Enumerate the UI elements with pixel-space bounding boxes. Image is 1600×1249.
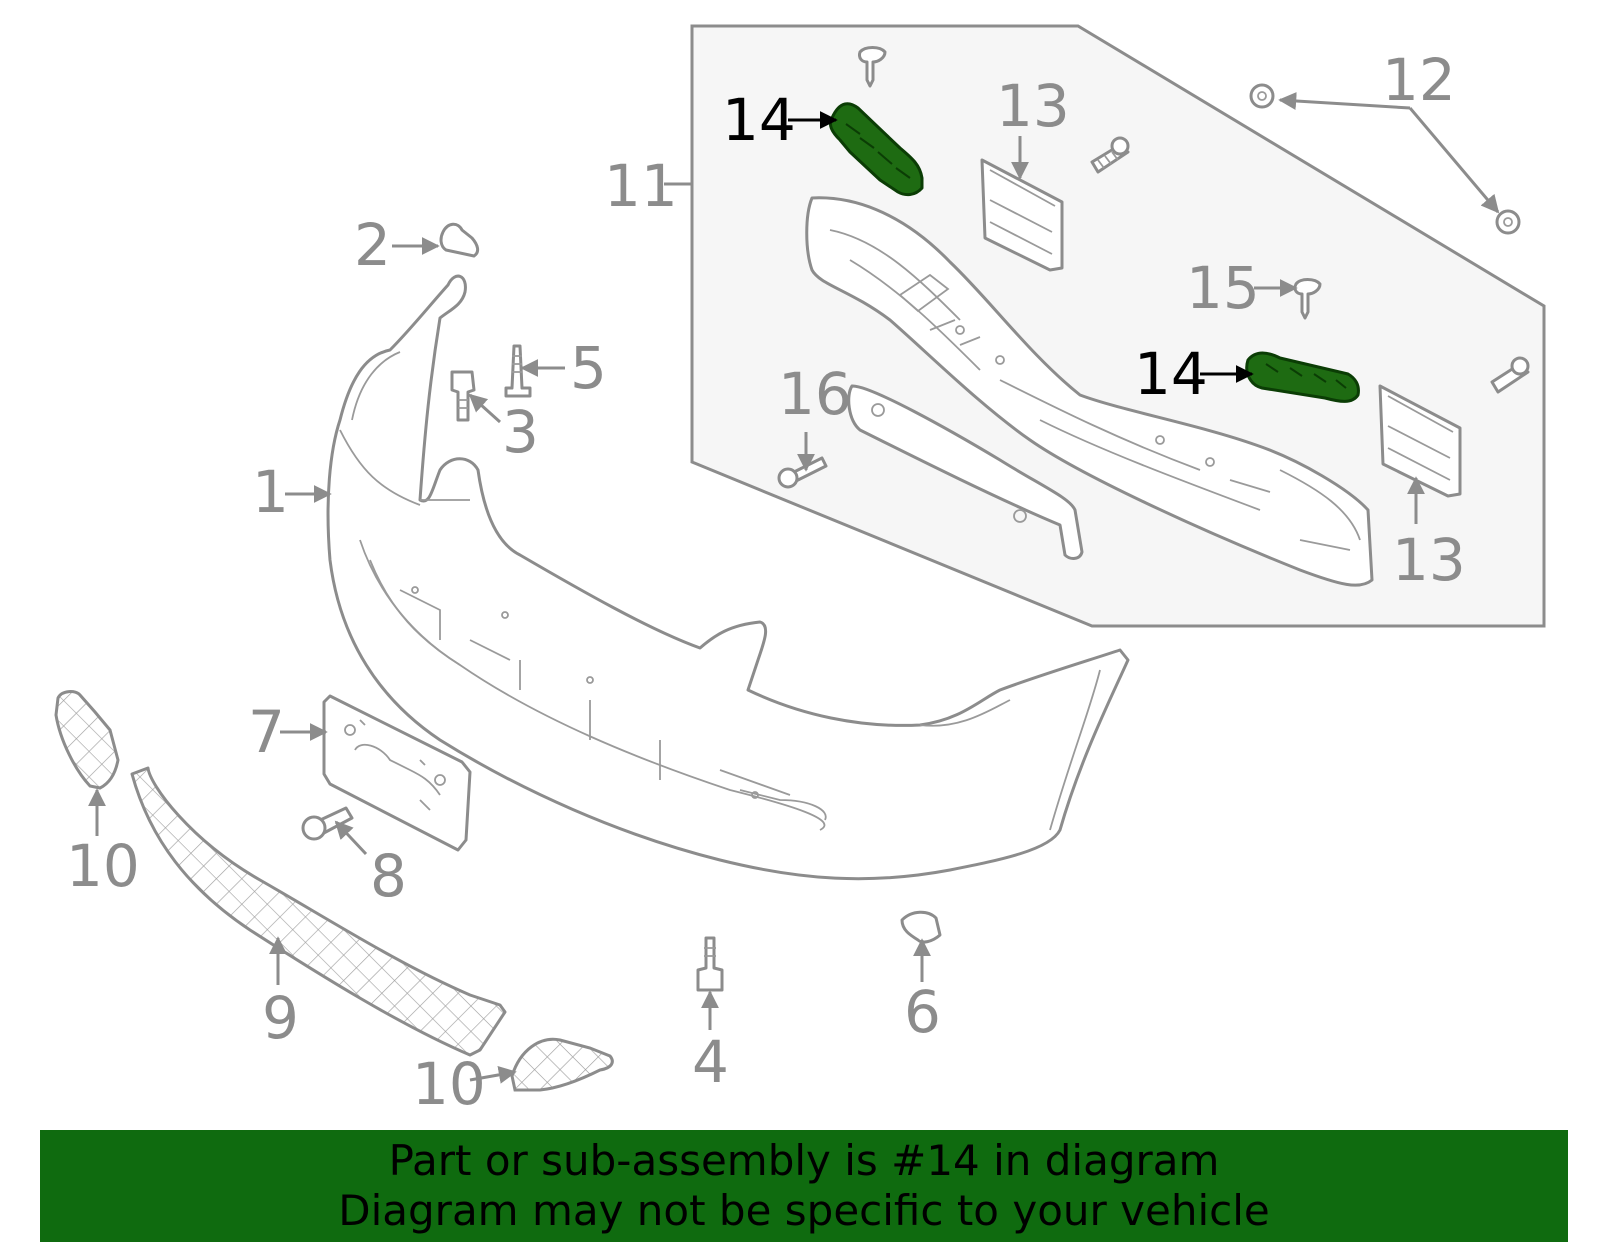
bolt-8: [301, 806, 354, 841]
banner-part-line: Part or sub-assembly is #14 in diagram: [388, 1136, 1220, 1185]
nut-12-lower: [1495, 209, 1521, 235]
push-clip-top: [858, 46, 887, 88]
callout-11: 11: [604, 152, 678, 220]
callout-8: 8: [370, 842, 407, 910]
bolt-4: [696, 936, 724, 992]
lower-bar: [847, 384, 1084, 560]
fog-grille-left: [54, 690, 120, 790]
callout-9: 9: [262, 984, 299, 1052]
callout-4: 4: [692, 1028, 729, 1096]
bolt-lower-right: [1490, 356, 1530, 394]
callout-12: 12: [1382, 46, 1456, 114]
callout-3: 3: [502, 398, 539, 466]
clip-6: [900, 910, 942, 944]
screw-5: [504, 344, 532, 398]
callout-14-upper: 14: [722, 86, 796, 154]
impact-bar: [805, 196, 1374, 587]
bracket-14-lower: [1245, 351, 1360, 403]
mounting-plate-upper: [980, 158, 1064, 272]
clip-2: [439, 222, 480, 258]
lower-grille: [130, 766, 507, 1057]
callout-5: 5: [570, 334, 607, 402]
callout-10-left: 10: [66, 832, 140, 900]
bolt-upper-right: [1090, 136, 1130, 174]
banner-disclaimer-line: Diagram may not be specific to your vehi…: [338, 1186, 1270, 1235]
callout-15: 15: [1186, 254, 1260, 322]
callout-16: 16: [778, 360, 852, 428]
callout-labels: 1 2 3 4 5 6 7 8 9 10 10 11 12 13 13 14 1…: [66, 46, 1466, 1118]
callout-13-upper: 13: [996, 72, 1070, 140]
callout-13-lower: 13: [1392, 526, 1466, 594]
callout-14-lower: 14: [1134, 340, 1208, 408]
callout-2: 2: [354, 211, 391, 279]
mounting-plate-lower: [1378, 384, 1462, 498]
bolt-3: [450, 370, 476, 422]
info-banner: Part or sub-assembly is #14 in diagram D…: [40, 1130, 1568, 1242]
callout-7: 7: [248, 698, 285, 766]
bracket-14-upper: [828, 102, 924, 197]
callout-10-right: 10: [412, 1050, 486, 1118]
fog-grille-right: [510, 1037, 614, 1092]
leader-lines: [88, 92, 1500, 1084]
callout-1: 1: [252, 458, 289, 526]
callout-6: 6: [904, 978, 941, 1046]
bumper-cover: [326, 274, 1130, 881]
nut-12-upper: [1249, 83, 1275, 109]
